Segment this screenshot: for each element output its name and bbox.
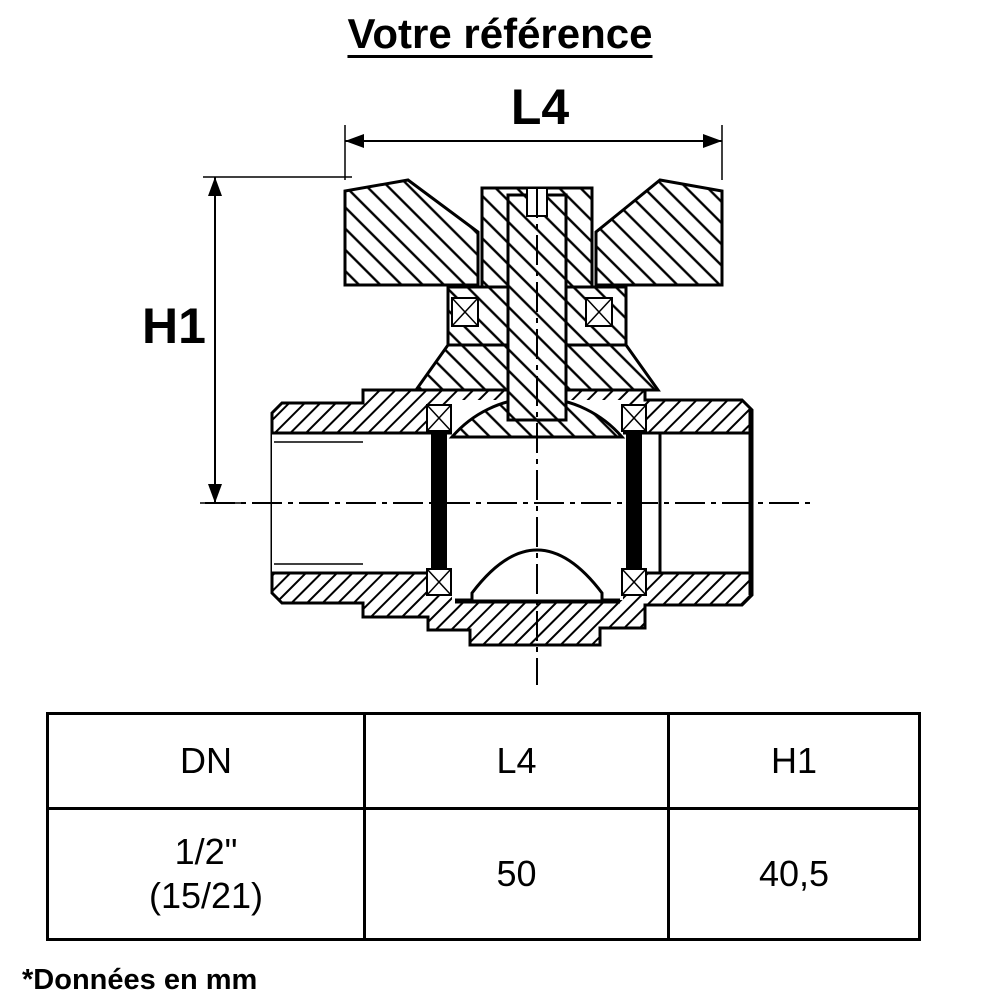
handle-wings [343, 178, 724, 287]
cell-l4: 50 [363, 807, 670, 941]
dimension-h1: H1 [142, 176, 352, 504]
cell-dn-line1: 1/2" [174, 831, 238, 872]
cell-h1: 40,5 [667, 807, 921, 941]
footnote: *Données en mm [22, 964, 258, 996]
page-title: Votre référence [347, 10, 653, 57]
dimension-l4: L4 [344, 79, 723, 180]
ball-seats [426, 404, 647, 596]
cell-dn: 1/2" (15/21) [46, 807, 366, 941]
dimension-l4-label: L4 [511, 79, 570, 135]
dimension-h1-label: H1 [142, 298, 206, 354]
header-dn: DN [46, 712, 366, 810]
table-row: 1/2" (15/21) 50 40,5 [46, 807, 921, 941]
table-header-row: DN L4 H1 [46, 712, 921, 810]
valve-technical-drawing: L4 H1 [142, 79, 815, 685]
header-l4: L4 [363, 712, 670, 810]
dimensions-table: DN L4 H1 1/2" (15/21) 50 40,5 [46, 712, 921, 941]
header-h1: H1 [667, 712, 921, 810]
cell-dn-line2: (15/21) [148, 875, 264, 916]
centerlines [205, 188, 815, 685]
